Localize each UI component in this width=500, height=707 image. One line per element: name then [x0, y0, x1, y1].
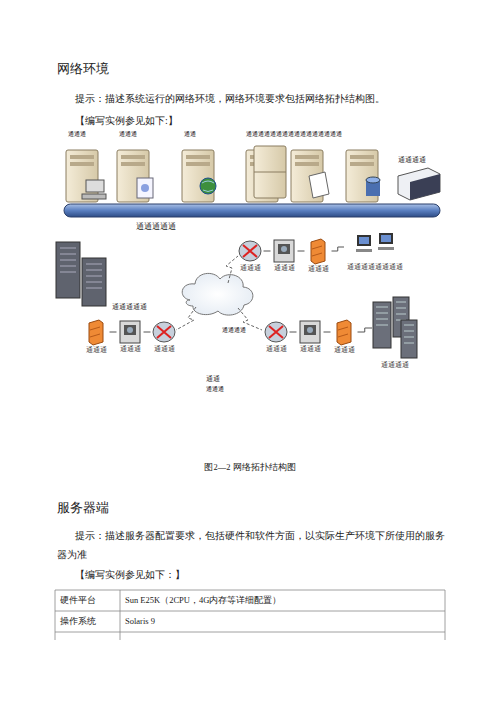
- storage-device: [398, 168, 440, 200]
- icon-space: [375, 232, 376, 263]
- cloud: [182, 273, 253, 315]
- router-node: 通通通: [263, 320, 290, 353]
- backbone-bus: [64, 204, 440, 217]
- section-heading: 网络环境: [57, 60, 109, 78]
- firewall-node: 通通通: [331, 319, 358, 354]
- icon-space: [395, 296, 396, 361]
- icon-space: [96, 319, 97, 346]
- diagram-label: 通通通通通: [112, 303, 147, 312]
- firewall-node: 通通通: [83, 319, 110, 354]
- icon-space: [310, 320, 311, 345]
- server-rack: [56, 242, 80, 298]
- router-icon: [265, 322, 287, 342]
- server-icon: [291, 150, 329, 202]
- diagram-label: 通通: [184, 130, 196, 138]
- device-label: 通通通通: [380, 361, 410, 369]
- device-label: 通通通通通通通通: [346, 263, 404, 271]
- icon-space: [318, 238, 319, 265]
- device-label: 通通通: [333, 346, 356, 354]
- example-note: 【编写实例参见如下：】: [75, 569, 185, 582]
- diagram-label: 通通通: [68, 130, 86, 138]
- monitor-node: 通通通: [271, 239, 298, 272]
- device-label: 通通通: [273, 264, 296, 272]
- device-label: 通通通: [239, 264, 262, 272]
- server-icon: [182, 150, 216, 202]
- table-cell: 硬件平台: [60, 595, 96, 606]
- diagram-label: 通通通通: [222, 326, 246, 334]
- network-link: [290, 332, 297, 333]
- device-label: 通通通: [85, 346, 108, 354]
- wan-links: [176, 256, 262, 330]
- router-node: 通通通: [237, 239, 264, 272]
- hint-text: 提示：描述服务器配置要求，包括硬件和软件方面，以实际生产环境下所使用的服务器为准: [57, 526, 447, 564]
- firewall-node: 通通通: [305, 238, 332, 273]
- table-cell: Sun E25K（2CPU，4G内存等详细配置）: [125, 595, 281, 606]
- diagram-label: 通通通: [119, 130, 137, 138]
- example-note: 【编写实例参见如下:】: [75, 115, 178, 128]
- icon-space: [130, 320, 131, 345]
- monitor-node: 通通通: [117, 320, 144, 353]
- table-cell: Solaris 9: [125, 616, 155, 627]
- diagram-label: 通通: [206, 375, 220, 384]
- table-cell: 操作系统: [60, 616, 96, 627]
- monitor-icon: [300, 321, 320, 343]
- server-rack: [82, 258, 106, 306]
- firewall-icon: [311, 239, 325, 264]
- router-icon: [153, 322, 175, 342]
- icon-space: [250, 239, 251, 264]
- network-link: [298, 251, 305, 252]
- diagram-label: 通通通: [206, 385, 224, 393]
- pcs-icon: [356, 233, 394, 252]
- device-label: 通通通: [299, 345, 322, 353]
- hint-text: 提示：描述系统运行的网络环境，网络环境要求包括网络拓扑结构图。: [75, 93, 385, 106]
- servers-node: 通通通通: [372, 296, 418, 369]
- network-link: [324, 332, 331, 333]
- diagram-label: 通通通通通通通通通通通通通通通通: [246, 130, 386, 138]
- monitor-icon: [274, 240, 294, 262]
- pcs-node: 通通通通通通通通: [344, 232, 406, 271]
- network-link: [144, 332, 151, 333]
- icon-space: [284, 239, 285, 264]
- diagram-label: 通通通通通: [136, 222, 176, 232]
- monitor-icon: [120, 321, 140, 343]
- table-grid: [55, 590, 445, 640]
- icon-space: [344, 319, 345, 346]
- firewall-icon: [89, 320, 103, 345]
- device-label: 通通通: [307, 265, 330, 273]
- device-label: 通通通: [119, 345, 142, 353]
- servers-icon: [373, 297, 417, 358]
- firewall-icon: [337, 320, 351, 345]
- icon-space: [276, 320, 277, 345]
- figure-caption: 图2—2 网络拓扑结构图: [100, 462, 400, 474]
- device-label: 通通通: [153, 345, 176, 353]
- network-link: [332, 247, 345, 251]
- icon-space: [164, 320, 165, 345]
- router-icon: [239, 241, 261, 261]
- section-heading: 服务器端: [57, 500, 109, 516]
- device-label: 通通通: [265, 345, 288, 353]
- network-link: [358, 328, 373, 332]
- server-icon: [246, 146, 286, 202]
- server-icon: [66, 150, 106, 202]
- diagram-label: 通通通通: [398, 156, 426, 165]
- monitor-node: 通通通: [297, 320, 324, 353]
- network-link: [264, 251, 271, 252]
- network-link: [110, 332, 117, 333]
- server-icon: [117, 150, 153, 202]
- router-node: 通通通: [151, 320, 178, 353]
- server-icon: [346, 150, 380, 202]
